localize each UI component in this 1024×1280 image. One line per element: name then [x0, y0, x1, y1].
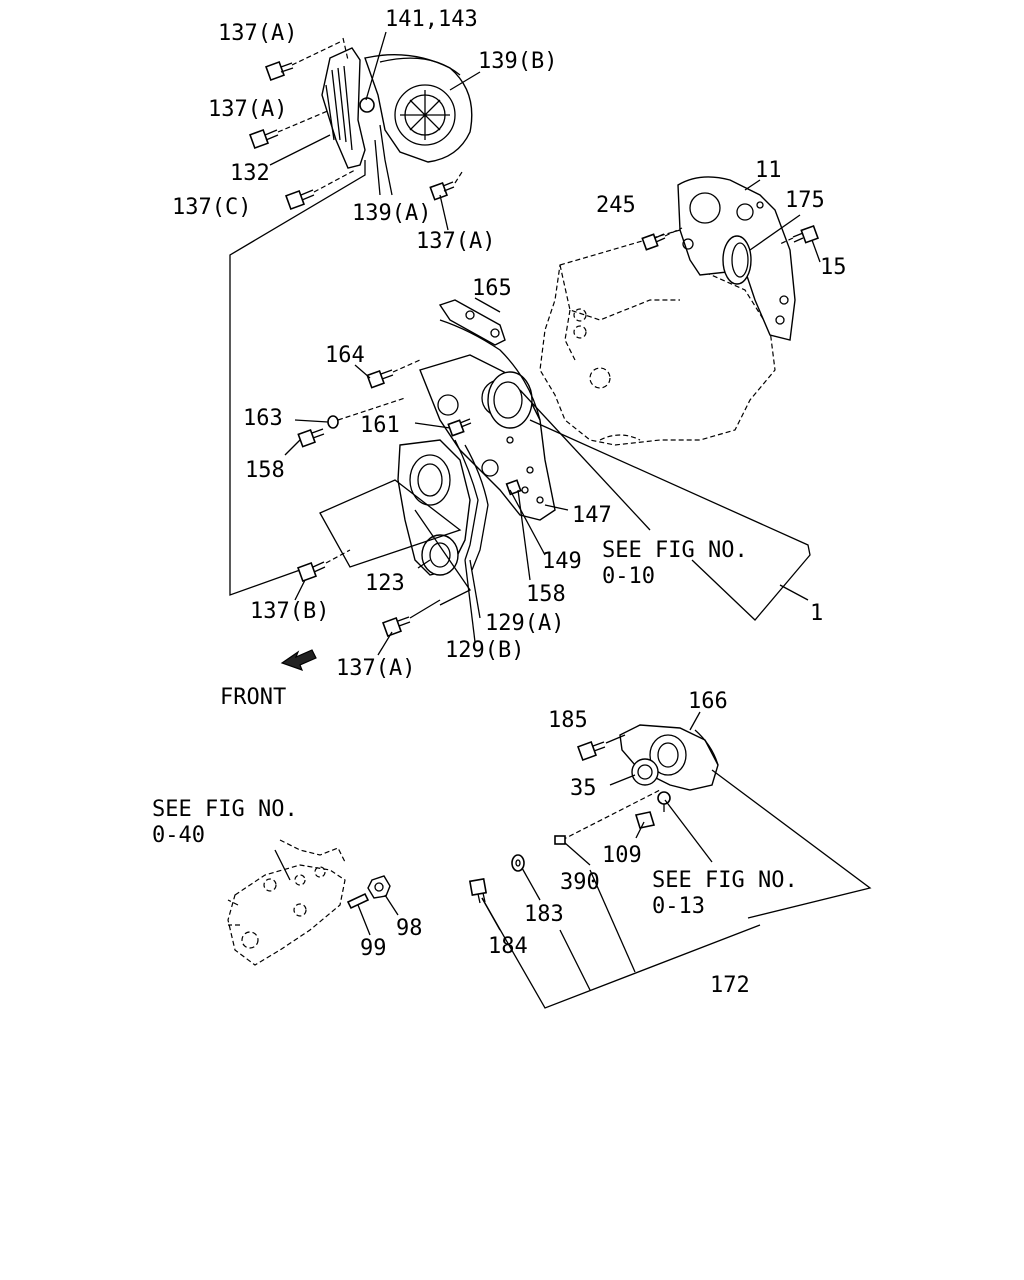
bolt-184	[468, 877, 488, 904]
label-11: 11	[755, 158, 782, 183]
nut-98	[367, 875, 391, 899]
bolt-161	[447, 418, 472, 437]
label-129a: 129(A)	[485, 611, 564, 636]
label-35: 35	[570, 776, 597, 801]
front-arrow-icon	[280, 649, 317, 672]
see-fig-0-40-line2: 0-40	[152, 823, 205, 848]
label-166: 166	[688, 689, 728, 714]
upper-timing-cover	[321, 37, 473, 169]
see-fig-0-10-line2: 0-10	[602, 564, 655, 589]
leader-lines	[269, 31, 872, 1009]
plug-390	[554, 835, 566, 845]
label-15: 15	[820, 255, 847, 280]
injection-pump-outline	[227, 839, 346, 966]
label-132: 132	[230, 161, 270, 186]
oil-seal-175	[722, 235, 752, 285]
oil-seal-35	[631, 758, 659, 786]
label-158-1: 158	[245, 458, 285, 483]
label-161: 161	[360, 413, 400, 438]
label-1: 1	[810, 601, 823, 626]
label-137c: 137(C)	[172, 195, 251, 220]
label-183: 183	[524, 902, 564, 927]
bolt-164	[366, 359, 421, 389]
lower-cover-123	[397, 439, 471, 576]
label-149: 149	[542, 549, 582, 574]
bolt-185	[577, 734, 626, 761]
bolt-245	[641, 227, 683, 251]
label-137a-3: 137(A)	[416, 229, 495, 254]
bolt-137c	[285, 169, 356, 210]
bolt-137b	[297, 549, 351, 582]
label-129b: 129(B)	[445, 638, 524, 663]
label-164: 164	[325, 343, 365, 368]
bolt-137a-4	[382, 599, 441, 637]
washer-183	[511, 854, 525, 872]
oil-seal-housing	[439, 319, 541, 429]
label-98: 98	[396, 916, 423, 941]
stud-99	[346, 892, 370, 910]
bracket-165	[438, 299, 506, 346]
label-147: 147	[572, 503, 612, 528]
label-137a-1: 137(A)	[218, 21, 297, 46]
label-139a: 139(A)	[352, 201, 431, 226]
see-fig-0-13-line2: 0-13	[652, 894, 705, 919]
bolt-158-1	[297, 428, 325, 448]
label-137b: 137(B)	[250, 599, 329, 624]
label-185: 185	[548, 708, 588, 733]
label-163: 163	[243, 406, 283, 431]
label-184: 184	[488, 934, 528, 959]
label-137a-4: 137(A)	[336, 656, 415, 681]
label-123: 123	[365, 571, 405, 596]
housing-166	[619, 724, 719, 791]
label-390: 390	[560, 870, 600, 895]
label-175: 175	[785, 188, 825, 213]
label-99: 99	[360, 936, 387, 961]
label-139b: 139(B)	[478, 49, 557, 74]
see-fig-0-40-line1: SEE FIG NO.	[152, 797, 298, 822]
label-165: 165	[472, 276, 512, 301]
bolt-137a-3	[429, 171, 463, 201]
label-245: 245	[596, 193, 636, 218]
label-172: 172	[710, 973, 750, 998]
see-fig-0-10-line1: SEE FIG NO.	[602, 538, 748, 563]
label-109: 109	[602, 843, 642, 868]
see-fig-0-13-line1: SEE FIG NO.	[652, 868, 798, 893]
gasket-129a	[454, 439, 489, 571]
bolt-137a-1	[265, 41, 341, 81]
bolt-137a-2	[249, 109, 331, 149]
washer-163	[327, 397, 406, 429]
fitting-109	[561, 789, 671, 841]
label-137a-2: 137(A)	[208, 97, 287, 122]
label-141-143: 141,143	[385, 7, 478, 32]
label-158-2: 158	[526, 582, 566, 607]
label-front: FRONT	[220, 685, 286, 710]
